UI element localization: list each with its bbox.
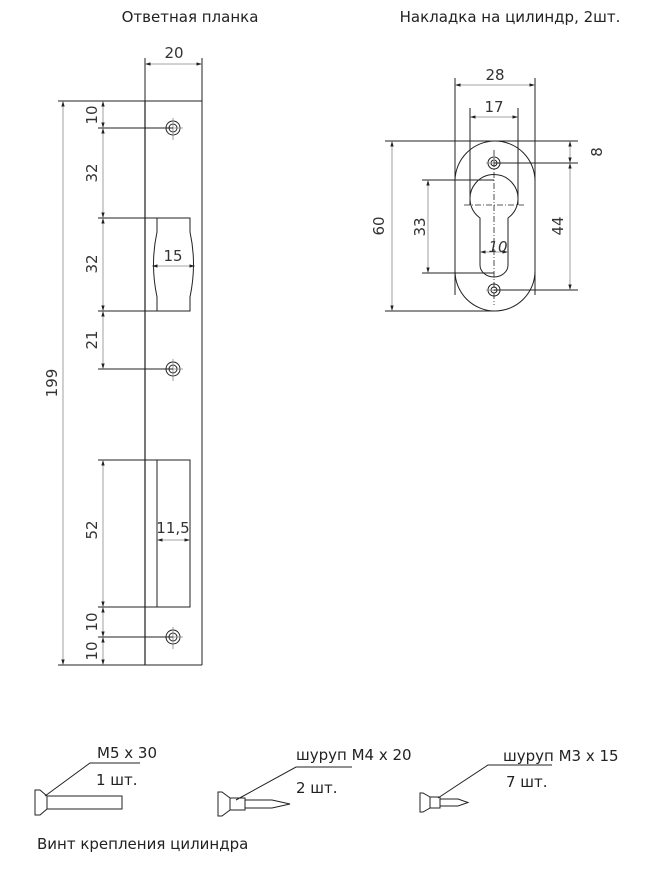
screw-hole-icon <box>163 359 183 381</box>
dim-lower-gap-2: 10 <box>83 641 101 660</box>
screw-icon <box>419 792 470 813</box>
dim-slot-width: 10 <box>488 238 507 256</box>
dim-total-height: 199 <box>43 369 61 398</box>
fastener-caption: Винт крепления цилиндра <box>37 835 248 853</box>
dim-plate-width: 28 <box>485 66 504 84</box>
dim-slot-to-hole: 21 <box>83 330 101 349</box>
fastener-qty: 2 шт. <box>296 779 338 797</box>
screw-icon <box>217 791 291 817</box>
dim-lower-slot-height: 52 <box>83 520 101 539</box>
dim-top-to-hole: 10 <box>83 105 101 124</box>
dim-hole-width: 17 <box>484 98 503 116</box>
bolt-icon <box>34 789 123 816</box>
screw-hole-icon <box>163 627 183 649</box>
fastener-name: шуруп М4 х 20 <box>296 746 412 764</box>
fastener-qty: 7 шт. <box>506 773 548 791</box>
strike-plate-drawing: Ответная планка 20 15 <box>43 8 259 666</box>
dim-slot-height: 32 <box>83 254 101 273</box>
fastener-m4: шуруп М4 х 20 2 шт. <box>217 746 412 817</box>
fastener-m5: М5 х 30 1 шт. <box>34 744 157 816</box>
screw-hole-icon <box>163 118 183 140</box>
cylinder-plate-title: Накладка на цилиндр, 2шт. <box>400 8 621 26</box>
dim-slot-width: 15 <box>163 247 182 265</box>
dim-hole-spacing: 44 <box>549 216 567 235</box>
dim-plate-height: 60 <box>370 216 388 235</box>
strike-plate-title: Ответная планка <box>122 8 259 26</box>
dim-lower-slot-width: 11,5 <box>156 519 189 537</box>
fastener-m3: шуруп М3 х 15 7 шт. <box>419 747 619 813</box>
dim-hole-to-slot: 32 <box>83 163 101 182</box>
dim-top-offset: 8 <box>588 147 606 157</box>
dim-lower-gap-1: 10 <box>83 612 101 631</box>
cylinder-plate-drawing: Накладка на цилиндр, 2шт. 28 17 60 <box>370 8 621 312</box>
fastener-name: М5 х 30 <box>97 744 157 762</box>
fastener-qty: 1 шт. <box>96 771 138 789</box>
dim-keyhole-height: 33 <box>411 217 429 236</box>
dim-width: 20 <box>164 44 183 62</box>
fastener-name: шуруп М3 х 15 <box>503 747 619 765</box>
